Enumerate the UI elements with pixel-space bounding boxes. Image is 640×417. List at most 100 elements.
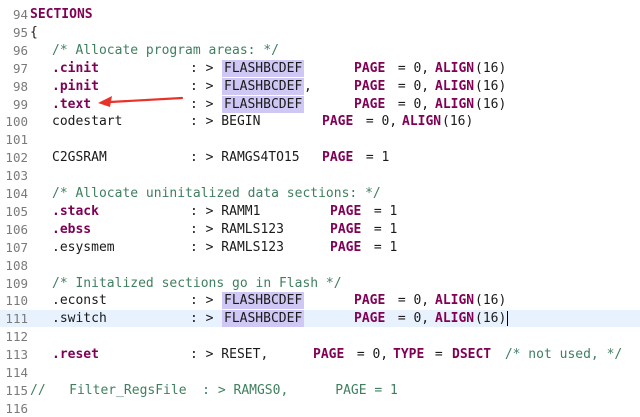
line-number: 102 — [5, 150, 28, 166]
code-token: (16) — [475, 96, 507, 112]
code-token: PAGE — [322, 150, 354, 166]
line-number: 105 — [5, 203, 28, 219]
code-token: = 1 — [366, 203, 398, 219]
code-token: : > — [190, 96, 222, 112]
line-number: 94 — [12, 7, 28, 22]
code-line[interactable]: 104/* Allocate uninitalized data section… — [0, 185, 640, 202]
line-number: 99 — [12, 96, 28, 112]
code-line[interactable]: 97 .cinit : > FLASHBCDEF PAGE = 0, ALIGN(16… — [0, 59, 640, 77]
code-token: = 0, — [349, 347, 396, 363]
code-line[interactable]: 103 — [0, 167, 640, 184]
code-token: C2GSRAM — [52, 150, 107, 166]
code-token: (16) — [475, 293, 507, 309]
line-number: 97 — [12, 60, 28, 76]
code-line[interactable]: 96 /* Allocate program areas: */ — [0, 42, 640, 59]
code-line[interactable]: 108 — [0, 257, 640, 274]
line-number: 108 — [5, 257, 28, 273]
code-token: /* Initalized sections go in Flash */ — [52, 275, 342, 291]
code-line[interactable]: 112 — [0, 328, 640, 345]
code-token: (16) — [475, 311, 509, 327]
line-number: 111 — [5, 311, 28, 327]
code-token: : > RAMLS123 — [190, 239, 284, 255]
code-token: : > RESET, — [190, 347, 269, 363]
code-token: : > RAMLS123 — [190, 221, 284, 237]
code-token: PAGE — [322, 114, 354, 130]
line-number: 107 — [5, 239, 28, 255]
code-token: = 0, — [390, 78, 437, 94]
code-token: : > BEGIN — [190, 114, 261, 130]
code-token: PAGE — [354, 293, 386, 309]
code-line[interactable]: 107 .esysmem : > RAMLS123 PAGE = 1 — [0, 239, 640, 256]
line-number: 109 — [5, 275, 28, 291]
code-token: .cinit — [52, 60, 99, 76]
code-token: .stack — [52, 203, 99, 219]
code-token: = 0, — [390, 293, 437, 309]
code-line[interactable]: 114 — [0, 364, 640, 381]
line-number: 96 — [12, 42, 28, 58]
line-number: 115 — [5, 382, 28, 398]
line-number: 95 — [12, 24, 28, 40]
code-token: = 0, — [390, 311, 437, 327]
code-token: .pinit — [52, 78, 99, 94]
code-token: DSECT — [452, 347, 492, 363]
line-number: 112 — [5, 329, 28, 345]
code-token: PAGE — [354, 78, 386, 94]
line-number: 113 — [5, 347, 28, 363]
code-token: = 1 — [366, 239, 398, 255]
code-token: { — [30, 24, 38, 40]
code-token: ALIGN — [435, 60, 475, 76]
code-line[interactable]: 95{ — [0, 24, 640, 41]
code-token: (16) — [475, 60, 507, 76]
code-token: ALIGN — [435, 96, 475, 112]
code-token: (16) — [442, 114, 474, 130]
code-token: FLASHBCDEF — [222, 310, 305, 328]
code-token: : > — [190, 60, 222, 76]
code-token: FLASHBCDEF — [222, 59, 305, 77]
code-token: , — [304, 78, 312, 94]
code-token: FLASHBCDEF — [222, 292, 305, 310]
code-line[interactable]: 116 — [0, 400, 640, 417]
code-line[interactable]: 98.pinit: > FLASHBCDEF,PAGE = 0, ALIGN(1… — [0, 77, 640, 95]
code-token: PAGE — [330, 239, 362, 255]
code-token: .switch — [52, 311, 107, 327]
code-token: ALIGN — [435, 293, 475, 309]
code-token: /* Allocate program areas: */ — [52, 42, 279, 58]
code-token: TYPE — [393, 347, 425, 363]
line-number: 106 — [5, 221, 28, 237]
code-token: PAGE — [354, 60, 386, 76]
code-token: FLASHBCDEF — [222, 95, 305, 113]
code-line[interactable]: 101 — [0, 131, 640, 148]
code-token: = 0, — [358, 114, 405, 130]
red-arrow-annotation — [98, 96, 184, 107]
line-number: 103 — [5, 168, 28, 184]
code-token: = — [427, 347, 451, 363]
code-token: /* not used, */ — [497, 347, 623, 363]
code-token: PAGE — [313, 347, 345, 363]
code-token: .esysmem — [52, 239, 115, 255]
code-token: = 0, — [390, 60, 437, 76]
text-caret — [507, 311, 509, 327]
code-token: : > RAMM1 — [190, 203, 261, 219]
code-token: : > — [190, 311, 222, 327]
code-line[interactable]: 115// Filter_RegsFile : > RAMGS0, PAGE =… — [0, 382, 640, 399]
code-token: .text — [52, 96, 92, 112]
code-token: .ebss — [52, 221, 92, 237]
code-token: = 1 — [366, 221, 398, 237]
code-line[interactable]: 109 /* Initalized sections go in Flash */ — [0, 275, 640, 292]
code-line[interactable]: 113.reset: > RESET,PAGE = 0, TYPE = DSEC… — [0, 346, 640, 363]
line-number: 114 — [5, 365, 28, 380]
line-number: 110 — [5, 293, 28, 309]
code-token: = 1 — [358, 150, 390, 166]
line-number: 100 — [5, 114, 28, 130]
code-line[interactable]: 106 .ebss : > RAMLS123 PAGE = 1 — [0, 221, 640, 238]
code-token: PAGE — [330, 221, 362, 237]
code-token: .econst — [52, 293, 107, 309]
